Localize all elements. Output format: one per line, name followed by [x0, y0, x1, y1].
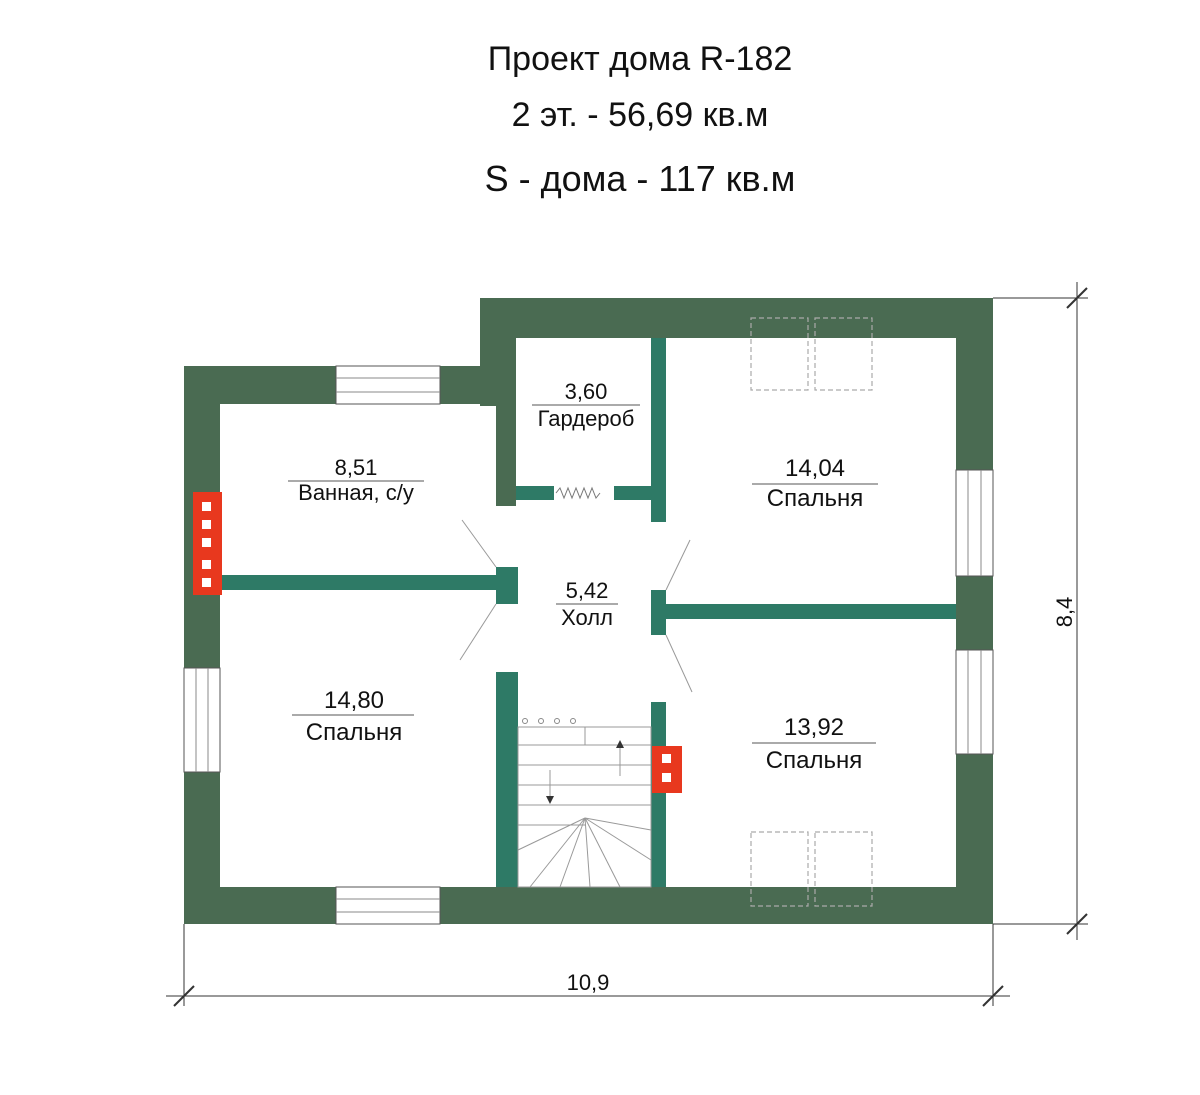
partition-bedrooms [666, 604, 956, 619]
room-area: 3,60 [565, 379, 608, 404]
room-label-hall: 5,42 Холл [556, 578, 618, 630]
room-label-bedroom-top-right: 14,04 Спальня [752, 455, 878, 512]
window-right-bottom [955, 649, 994, 755]
project-title: Проект дома R-182 [487, 40, 793, 78]
skylight-2 [814, 317, 873, 391]
window-right-top [955, 469, 994, 577]
stair-arrows [546, 740, 624, 804]
partition-wardrobe-door-right [614, 486, 654, 500]
wall-left [184, 366, 220, 924]
room-label-bedroom-left: 14,80 Спальня [292, 687, 414, 746]
room-name: Холл [561, 605, 613, 630]
skylight-3 [750, 831, 809, 907]
wall-step [480, 298, 516, 406]
room-area: 14,04 [785, 455, 845, 482]
room-name: Ванная, с/у [298, 480, 414, 505]
room-name: Спальня [306, 719, 402, 746]
partition-wardrobe-door-left [516, 486, 554, 500]
room-area: 5,42 [566, 578, 609, 603]
room-label-bath: 8,51 Ванная, с/у [288, 455, 424, 505]
window-left [183, 667, 221, 773]
partition-wardrobe-right [651, 338, 666, 522]
room-area: 13,92 [784, 714, 844, 741]
window-top-bath [335, 365, 441, 405]
room-area: 14,80 [324, 687, 384, 714]
wall-top-right [480, 298, 993, 338]
dimension-depth [993, 282, 1088, 940]
partitions [220, 338, 956, 887]
room-label-bedroom-bottom-right: 13,92 Спальня [752, 714, 876, 774]
window-bottom-left [335, 886, 441, 925]
depth-label: 8,4 [1052, 597, 1077, 628]
stair-rail-posts [522, 718, 576, 724]
room-name: Спальня [767, 485, 863, 512]
room-area: 8,51 [335, 455, 378, 480]
wall-inner-stub [496, 404, 516, 506]
windows [183, 365, 994, 925]
door-swings [459, 519, 693, 693]
width-label: 10,9 [567, 970, 610, 995]
staircase [517, 726, 652, 888]
room-name: Гардероб [538, 406, 635, 431]
partition-column [496, 567, 518, 604]
total-area-title: S - дома - 117 кв.м [484, 158, 796, 199]
partition-hall-right [651, 590, 666, 635]
room-name: Спальня [766, 747, 862, 774]
partition-bath-bedroom [220, 575, 498, 590]
floor-area-title: 2 эт. - 56,69 кв.м [511, 96, 769, 134]
wardrobe-sliding-door [555, 486, 601, 500]
wall-right [956, 298, 993, 924]
skylights [750, 317, 873, 907]
skylight-1 [750, 317, 809, 391]
ventilation-duct-right [652, 746, 682, 793]
window-frames [195, 377, 982, 913]
room-label-wardrobe: 3,60 Гардероб [532, 379, 640, 431]
dimension-width [166, 924, 1010, 1007]
partition-stair-left [496, 672, 518, 887]
ventilation-duct-left [193, 492, 222, 595]
partition-stair-right [651, 702, 666, 887]
skylight-4 [814, 831, 873, 907]
